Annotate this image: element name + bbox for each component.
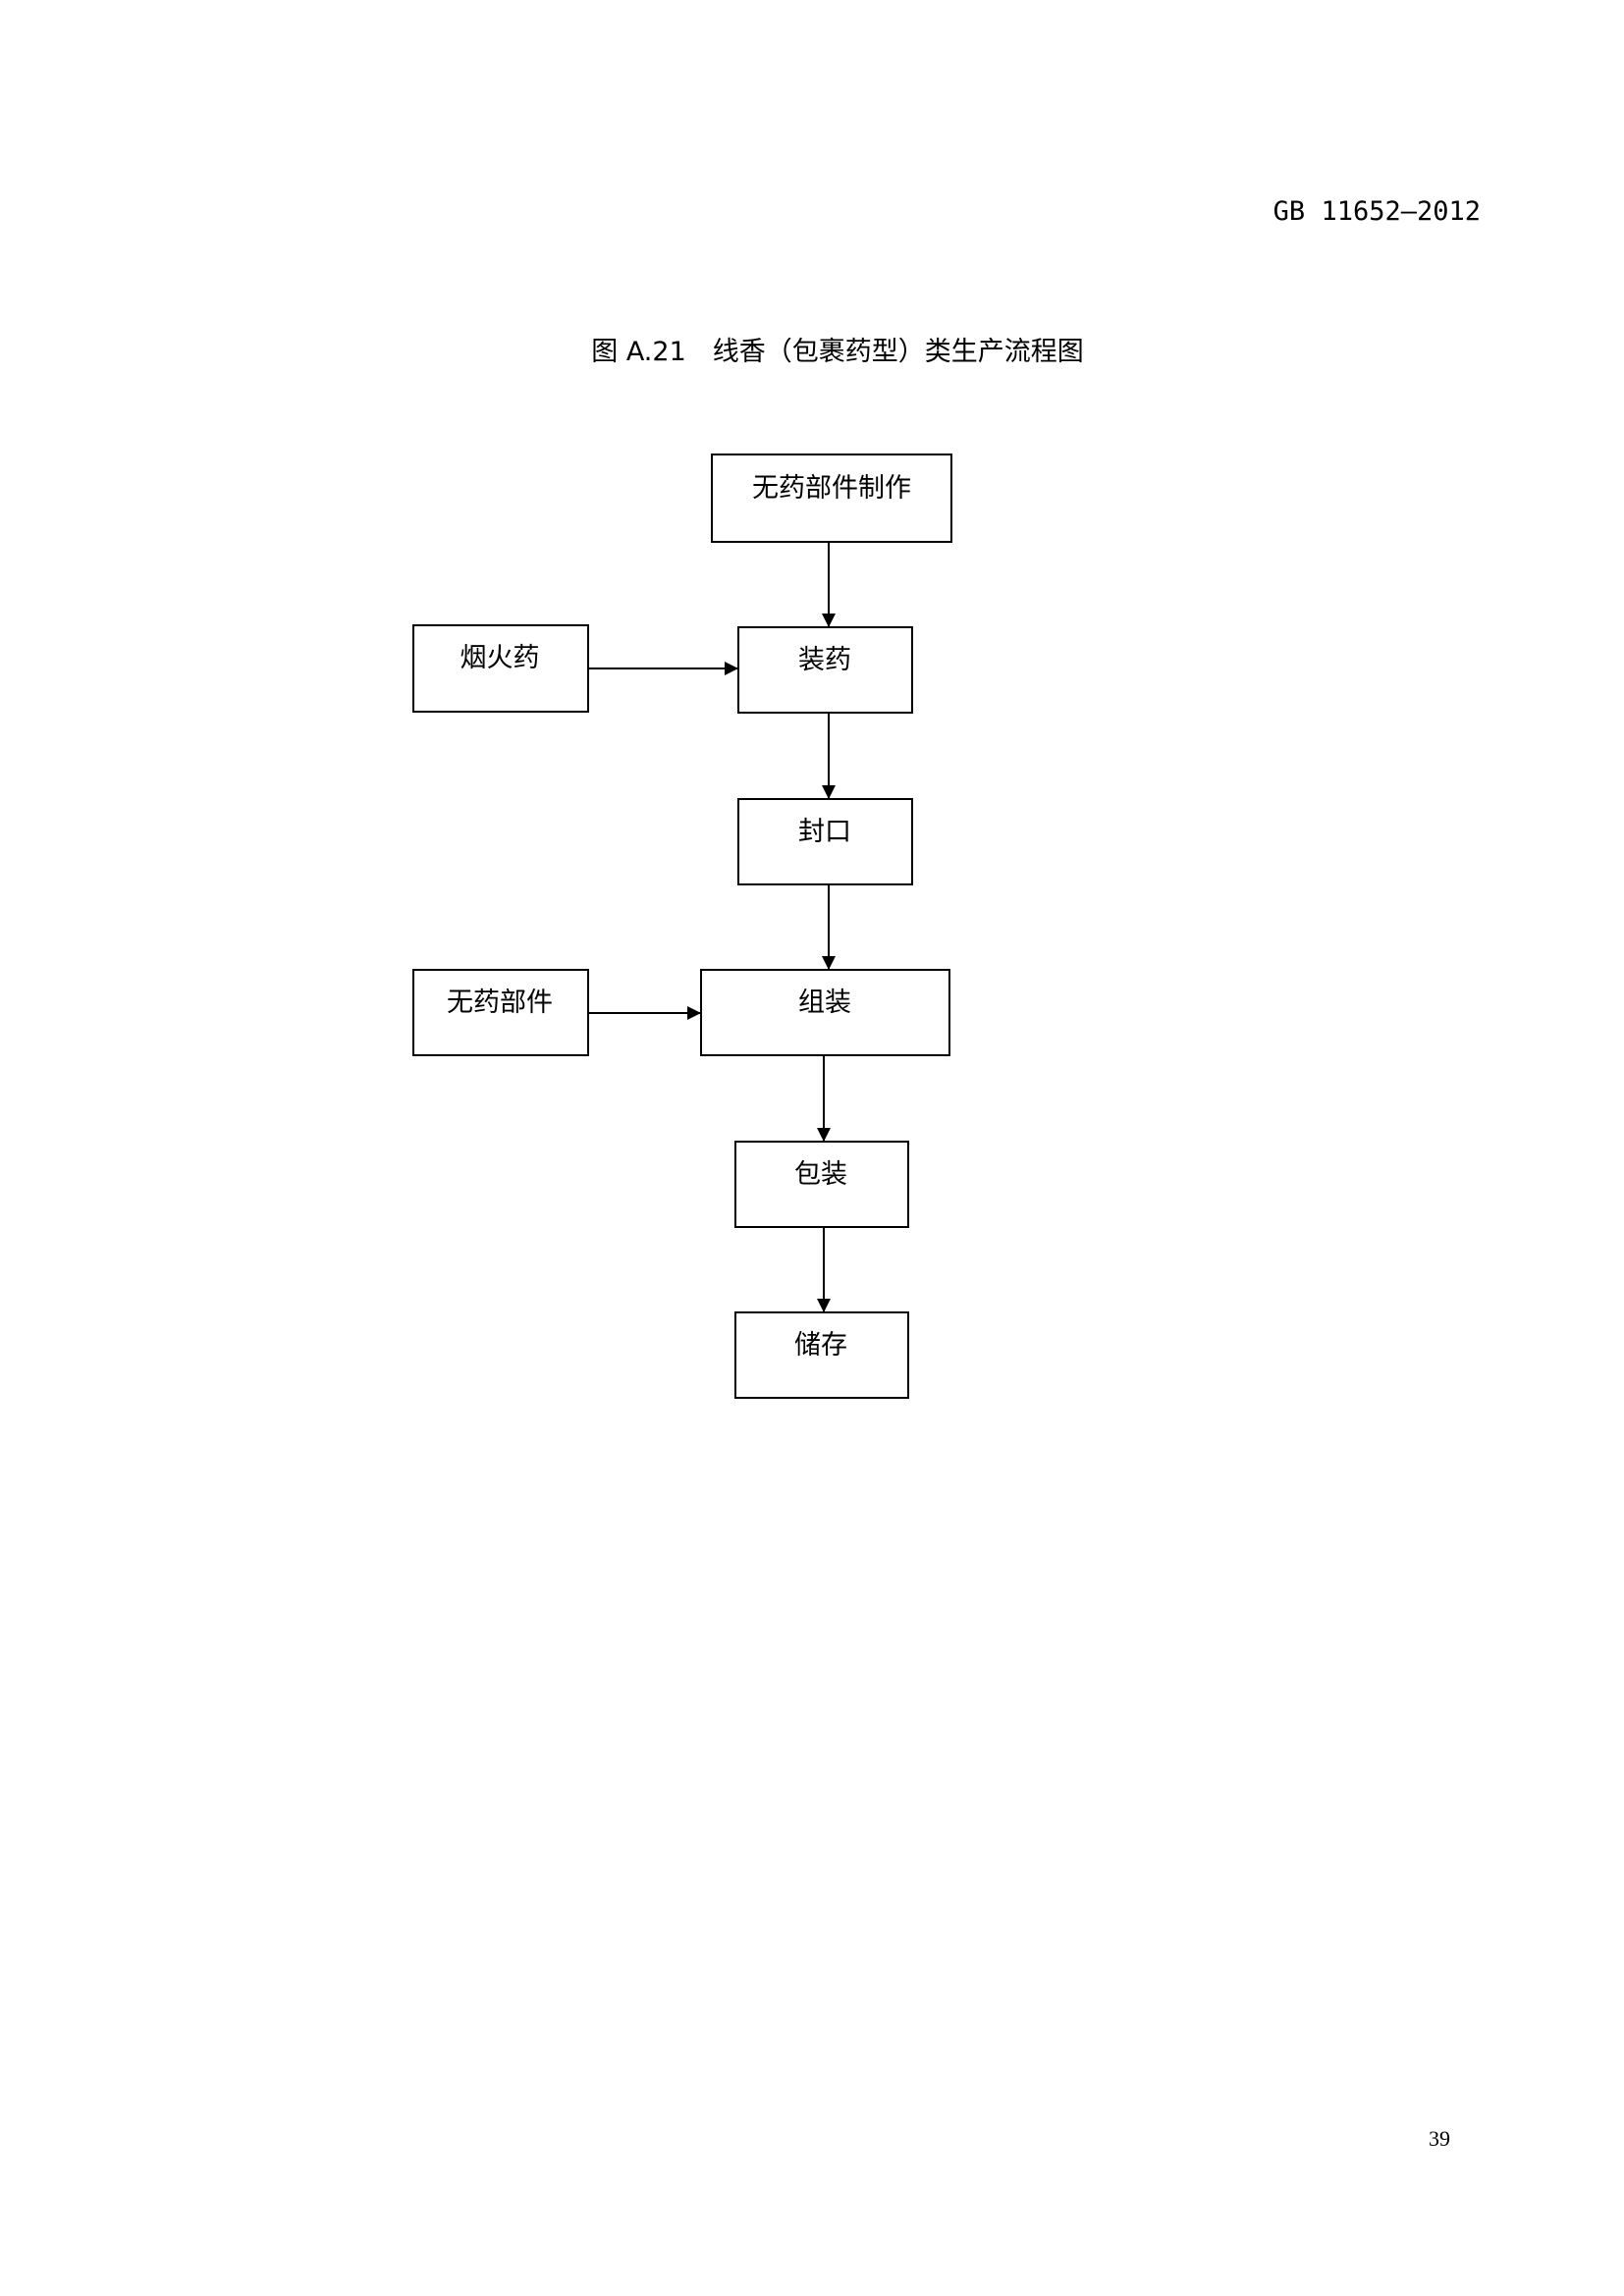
node-label: 装药 [798, 645, 851, 675]
node-n2: 装药 [737, 626, 913, 714]
figure-title: 图 A.21 线香（包裹药型）类生产流程图 [591, 337, 1084, 367]
node-label: 组装 [798, 988, 851, 1018]
standard-number: GB 11652—2012 [1272, 196, 1481, 227]
node-label: 包装 [794, 1159, 847, 1190]
node-label: 封口 [798, 817, 851, 847]
node-n3: 烟火药 [412, 624, 589, 713]
node-n7: 包装 [734, 1141, 909, 1228]
node-n5: 组装 [700, 969, 950, 1056]
node-label: 储存 [794, 1330, 847, 1361]
node-label: 无药部件 [447, 988, 553, 1018]
node-label: 无药部件制作 [752, 473, 911, 504]
page-number: 39 [1429, 2126, 1450, 2151]
node-n1: 无药部件制作 [711, 454, 952, 543]
node-n6: 无药部件 [412, 969, 589, 1056]
node-label: 烟火药 [460, 643, 540, 673]
node-n4: 封口 [737, 798, 913, 885]
node-n8: 储存 [734, 1311, 909, 1399]
